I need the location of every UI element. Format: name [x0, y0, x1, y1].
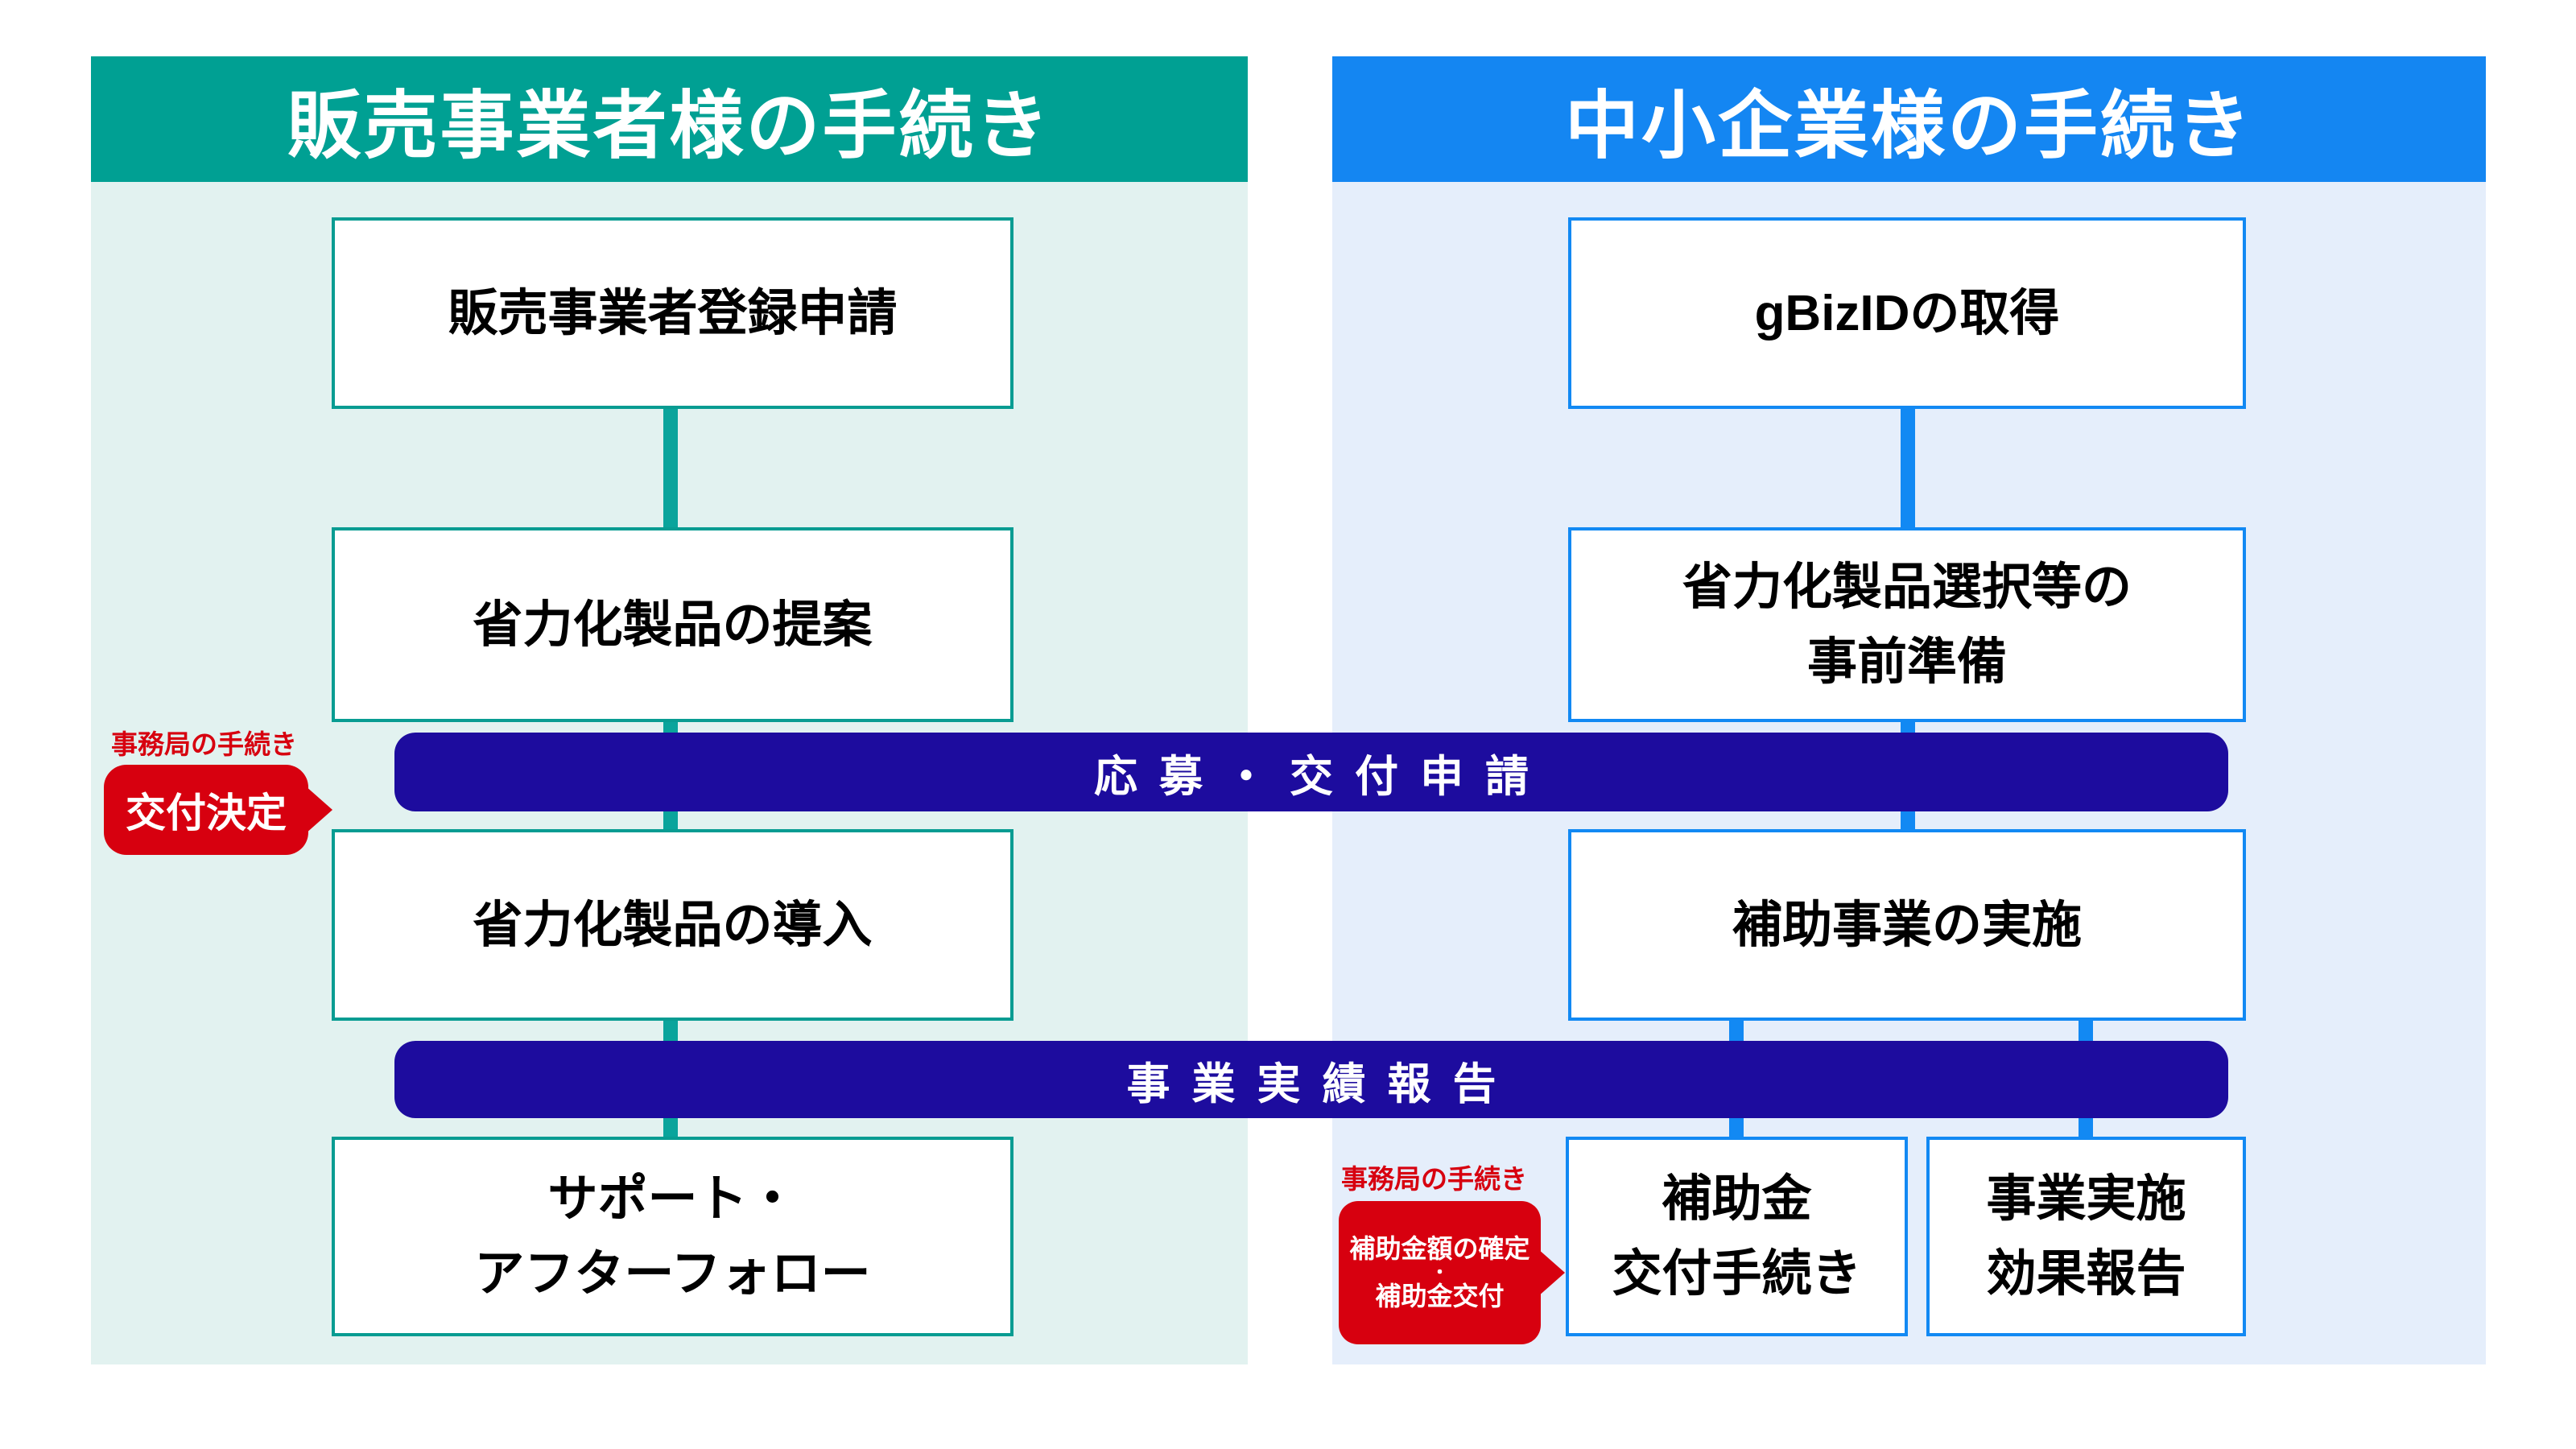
step-label: 販売事業者登録申請: [448, 285, 898, 341]
step-label-line2: 交付手続き: [1612, 1246, 1862, 1302]
grant-decision-text: 交付決定: [126, 791, 287, 836]
step-seller-registration: 販売事業者登録申請: [332, 217, 1013, 409]
project-results-report-bar: 事業実績報告: [394, 1041, 2228, 1118]
grant-decision-badge: 交付決定: [104, 765, 332, 855]
office-procedure-label-left: 事務局の手続き: [111, 729, 297, 759]
office-procedure-label-right: 事務局の手続き: [1341, 1164, 1527, 1194]
subsidy-amount-confirmation-badge: 補助金額の確定 ・ 補助金交付: [1339, 1201, 1565, 1344]
step-label-line2: 効果報告: [1986, 1246, 2186, 1302]
badge-line1: 補助金額の確定: [1349, 1233, 1530, 1263]
application-grant-request-label: 応募・交付申請: [1094, 752, 1550, 801]
step-project-effect-report: 事業実施 効果報告: [1926, 1137, 2246, 1336]
step-support-afterfollow: サポート・ アフターフォロー: [332, 1137, 1013, 1336]
step-label-line1: 省力化製品選択等の: [1682, 559, 2132, 615]
sme-column-title: 中小企業様の手続き: [1564, 85, 2253, 167]
step-gbizid-acquisition: gBizIDの取得: [1568, 217, 2246, 409]
step-subsidized-project-execution: 補助事業の実施: [1568, 829, 2246, 1021]
badge-arrow-icon: [1538, 1249, 1565, 1297]
step-label-line1: 補助金: [1662, 1171, 1812, 1227]
badge-line2: ・: [1430, 1262, 1449, 1283]
step-product-installation: 省力化製品の導入: [332, 829, 1013, 1021]
step-label: gBizIDの取得: [1754, 285, 2060, 341]
step-label-line2: アフターフォロー: [474, 1246, 871, 1302]
step-subsidy-grant-procedure: 補助金 交付手続き: [1566, 1137, 1908, 1336]
badge-line3: 補助金交付: [1375, 1281, 1505, 1311]
step-label: 省力化製品の導入: [473, 897, 873, 953]
step-label-line1: サポート・: [547, 1171, 798, 1227]
seller-column-header: 販売事業者様の手続き: [91, 56, 1248, 182]
step-label-line2: 事前準備: [1806, 634, 2007, 690]
sme-column-header: 中小企業様の手続き: [1332, 56, 2486, 182]
step-product-proposal: 省力化製品の提案: [332, 527, 1013, 722]
step-label: 省力化製品の提案: [473, 597, 873, 653]
project-results-report-label: 事業実績報告: [1126, 1059, 1518, 1108]
seller-column-title: 販売事業者様の手続き: [287, 85, 1052, 167]
step-product-selection-preparation: 省力化製品選択等の 事前準備: [1568, 527, 2246, 722]
step-label: 補助事業の実施: [1732, 897, 2082, 953]
badge-arrow-icon: [305, 786, 332, 834]
application-grant-request-bar: 応募・交付申請: [394, 733, 2228, 811]
step-label-line1: 事業実施: [1986, 1171, 2186, 1227]
